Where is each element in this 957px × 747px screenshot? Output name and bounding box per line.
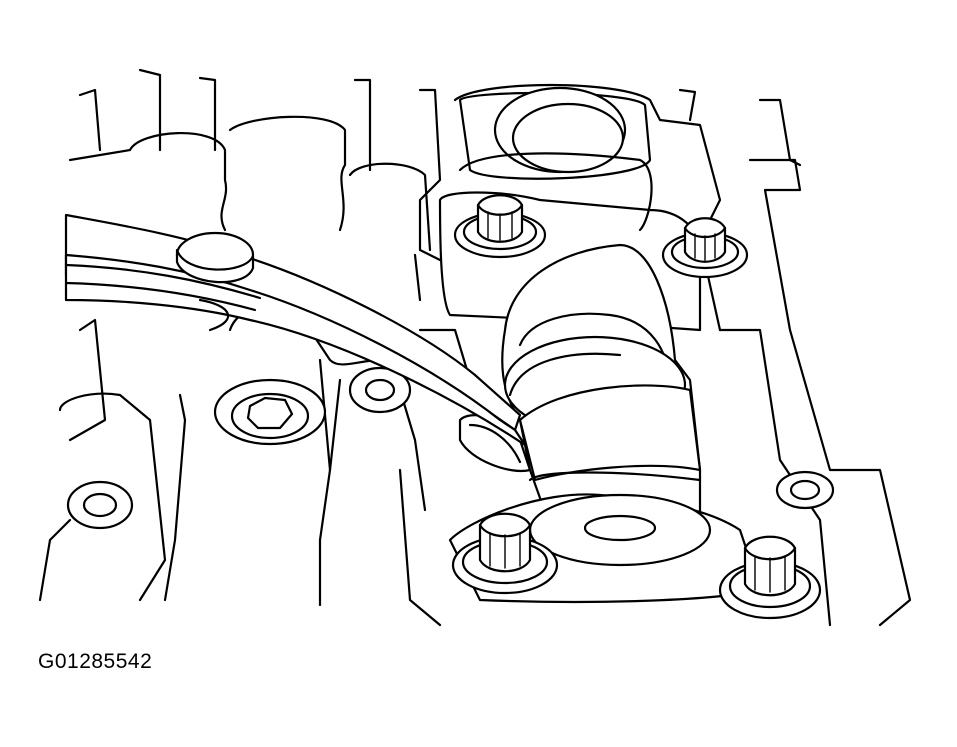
bolt-lower-right	[718, 535, 822, 620]
hex-socket-plug	[213, 378, 327, 446]
figure-id-label: G01285542	[38, 650, 153, 673]
engine-line-drawing	[38, 68, 912, 627]
casting-bore-upper	[348, 366, 412, 414]
bolt-upper-right	[661, 217, 749, 279]
casting-bore-right	[775, 470, 835, 510]
bolt-lower-left	[451, 512, 559, 595]
bolt-upper-left	[453, 194, 547, 259]
cam-carrier-right	[398, 83, 912, 627]
casting-bore-lower-left	[66, 480, 134, 530]
pry-tool	[64, 213, 527, 447]
camshaft	[501, 243, 702, 542]
cam-journal-rear	[458, 86, 652, 180]
